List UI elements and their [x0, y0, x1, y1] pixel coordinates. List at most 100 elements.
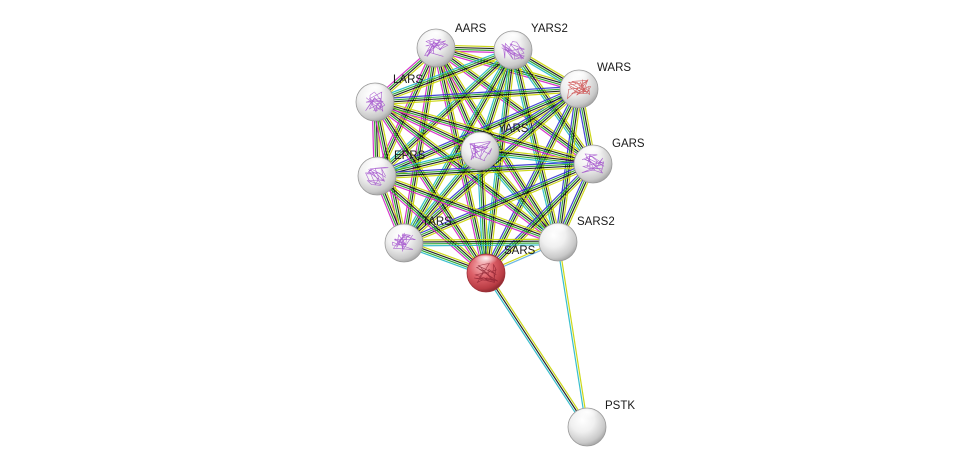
node-label: EPRS	[394, 150, 426, 162]
edge-line-coexpression	[404, 48, 438, 244]
edge-line-text-mining	[481, 90, 581, 154]
edge-line-text-mining	[487, 165, 596, 276]
edge-line-text-mining	[487, 271, 590, 427]
edge-yars2-lars	[373, 46, 515, 106]
edge-line-coexpression	[377, 174, 559, 242]
edge-line-neighborhood	[374, 48, 513, 102]
edge-line-experimental	[374, 177, 485, 276]
edge-line-text-mining	[375, 91, 580, 106]
edge-line-neighborhood	[375, 48, 513, 176]
edge-line-curated-db	[374, 47, 512, 175]
node-gloss	[422, 30, 450, 45]
node-tars[interactable]: TARS	[384, 216, 452, 263]
node-gloss	[363, 158, 391, 173]
edge-line-coexpression	[485, 272, 588, 428]
node-gloss	[544, 224, 572, 239]
edge-line-experimental	[432, 48, 484, 274]
edge-line-coexpression	[558, 89, 581, 243]
edge-eprs-sars2	[375, 172, 560, 246]
edge-line-text-mining	[375, 98, 594, 162]
edge-line-text-mining	[375, 98, 482, 149]
edge-line-coexpression	[486, 164, 595, 275]
node-gloss	[579, 146, 607, 161]
node-label: TARS	[422, 216, 452, 228]
edge-line-coexpression	[404, 151, 482, 244]
edge-line-curated-db	[483, 273, 586, 429]
edge-line-neighborhood	[376, 176, 558, 244]
node-label: GARS	[612, 138, 645, 150]
node-gloss	[390, 225, 418, 240]
edge-line-coexpression	[377, 174, 488, 273]
edge-line-text-mining	[558, 241, 589, 427]
node-yars[interactable]: YARS	[460, 123, 529, 171]
edge-line-homology	[402, 160, 593, 241]
node-label: YARS2	[531, 23, 568, 35]
edge-line-coexpression	[375, 50, 514, 104]
node-label: SARS2	[577, 216, 615, 228]
edge-wars-lars	[374, 85, 580, 106]
edge-sars-pstk	[483, 271, 590, 429]
edge-sars2-pstk	[556, 241, 589, 428]
edge-line-coexpression	[404, 164, 594, 245]
edge-line-neighborhood	[434, 48, 486, 274]
edge-line-neighborhood	[374, 87, 579, 102]
edge-line-homology	[374, 85, 579, 100]
node-label: WARS	[597, 62, 631, 74]
edge-line-experimental	[433, 49, 592, 167]
node-label: YARS	[498, 123, 529, 135]
edge-line-coexpression	[436, 46, 594, 164]
edge-line-text-mining	[375, 52, 515, 106]
edge-line-homology	[478, 86, 578, 150]
node-gloss	[361, 84, 389, 99]
protein-structure-icon	[424, 38, 449, 57]
node-sars2[interactable]: SARS2	[538, 216, 615, 262]
node-lars[interactable]: LARS	[355, 74, 423, 122]
edge-line-coexpression	[375, 89, 580, 104]
edge-gars-sars	[483, 161, 596, 276]
edge-line-curated-db	[482, 49, 511, 273]
edge-line-neighborhood	[556, 88, 579, 242]
edge-line-neighborhood	[402, 49, 513, 243]
edge-line-curated-db	[510, 51, 592, 166]
node-yars2[interactable]: YARS2	[493, 23, 568, 70]
edge-line-coexpression	[480, 89, 580, 153]
node-gloss	[499, 32, 527, 47]
edge-line-curated-db	[556, 242, 587, 428]
node-gloss	[472, 255, 500, 270]
node-label: SARS	[504, 245, 536, 257]
edge-line-text-mining	[378, 173, 489, 272]
edge-line-text-mining	[377, 166, 594, 180]
node-pstk[interactable]: PSTK	[567, 400, 635, 447]
edge-line-text-mining	[378, 51, 516, 179]
node-gloss	[573, 409, 601, 424]
edge-line-coexpression	[377, 50, 515, 178]
edge-line-neighborhood	[404, 242, 559, 245]
node-aars[interactable]: AARS	[416, 23, 487, 68]
edge-line-text-mining	[403, 238, 558, 241]
node-label: PSTK	[605, 400, 635, 412]
node-gars[interactable]: GARS	[573, 138, 645, 184]
edge-line-homology	[483, 161, 592, 272]
edge-line-curated-db	[404, 244, 559, 247]
node-sars[interactable]: SARS	[466, 245, 536, 293]
node-gloss	[565, 71, 593, 86]
edge-line-experimental	[400, 47, 434, 243]
edge-line-experimental	[375, 178, 558, 246]
edge-tars-sars2	[403, 238, 559, 247]
edge-line-coexpression	[403, 240, 558, 243]
edge-eprs-sars	[374, 173, 489, 276]
edge-line-coexpression	[404, 50, 515, 244]
edge-line-curated-db	[401, 148, 479, 242]
node-label: LARS	[393, 74, 423, 86]
node-eprs[interactable]: EPRS	[357, 150, 426, 196]
edge-line-text-mining	[488, 50, 517, 274]
node-label: AARS	[455, 23, 487, 35]
node-wars[interactable]: WARS	[559, 62, 631, 109]
edge-line-neighborhood	[484, 162, 593, 273]
edge-line-curated-db	[373, 46, 513, 100]
edge-yars2-eprs	[374, 47, 516, 179]
edge-line-neighborhood	[375, 176, 486, 275]
edge-line-text-mining	[377, 172, 560, 240]
